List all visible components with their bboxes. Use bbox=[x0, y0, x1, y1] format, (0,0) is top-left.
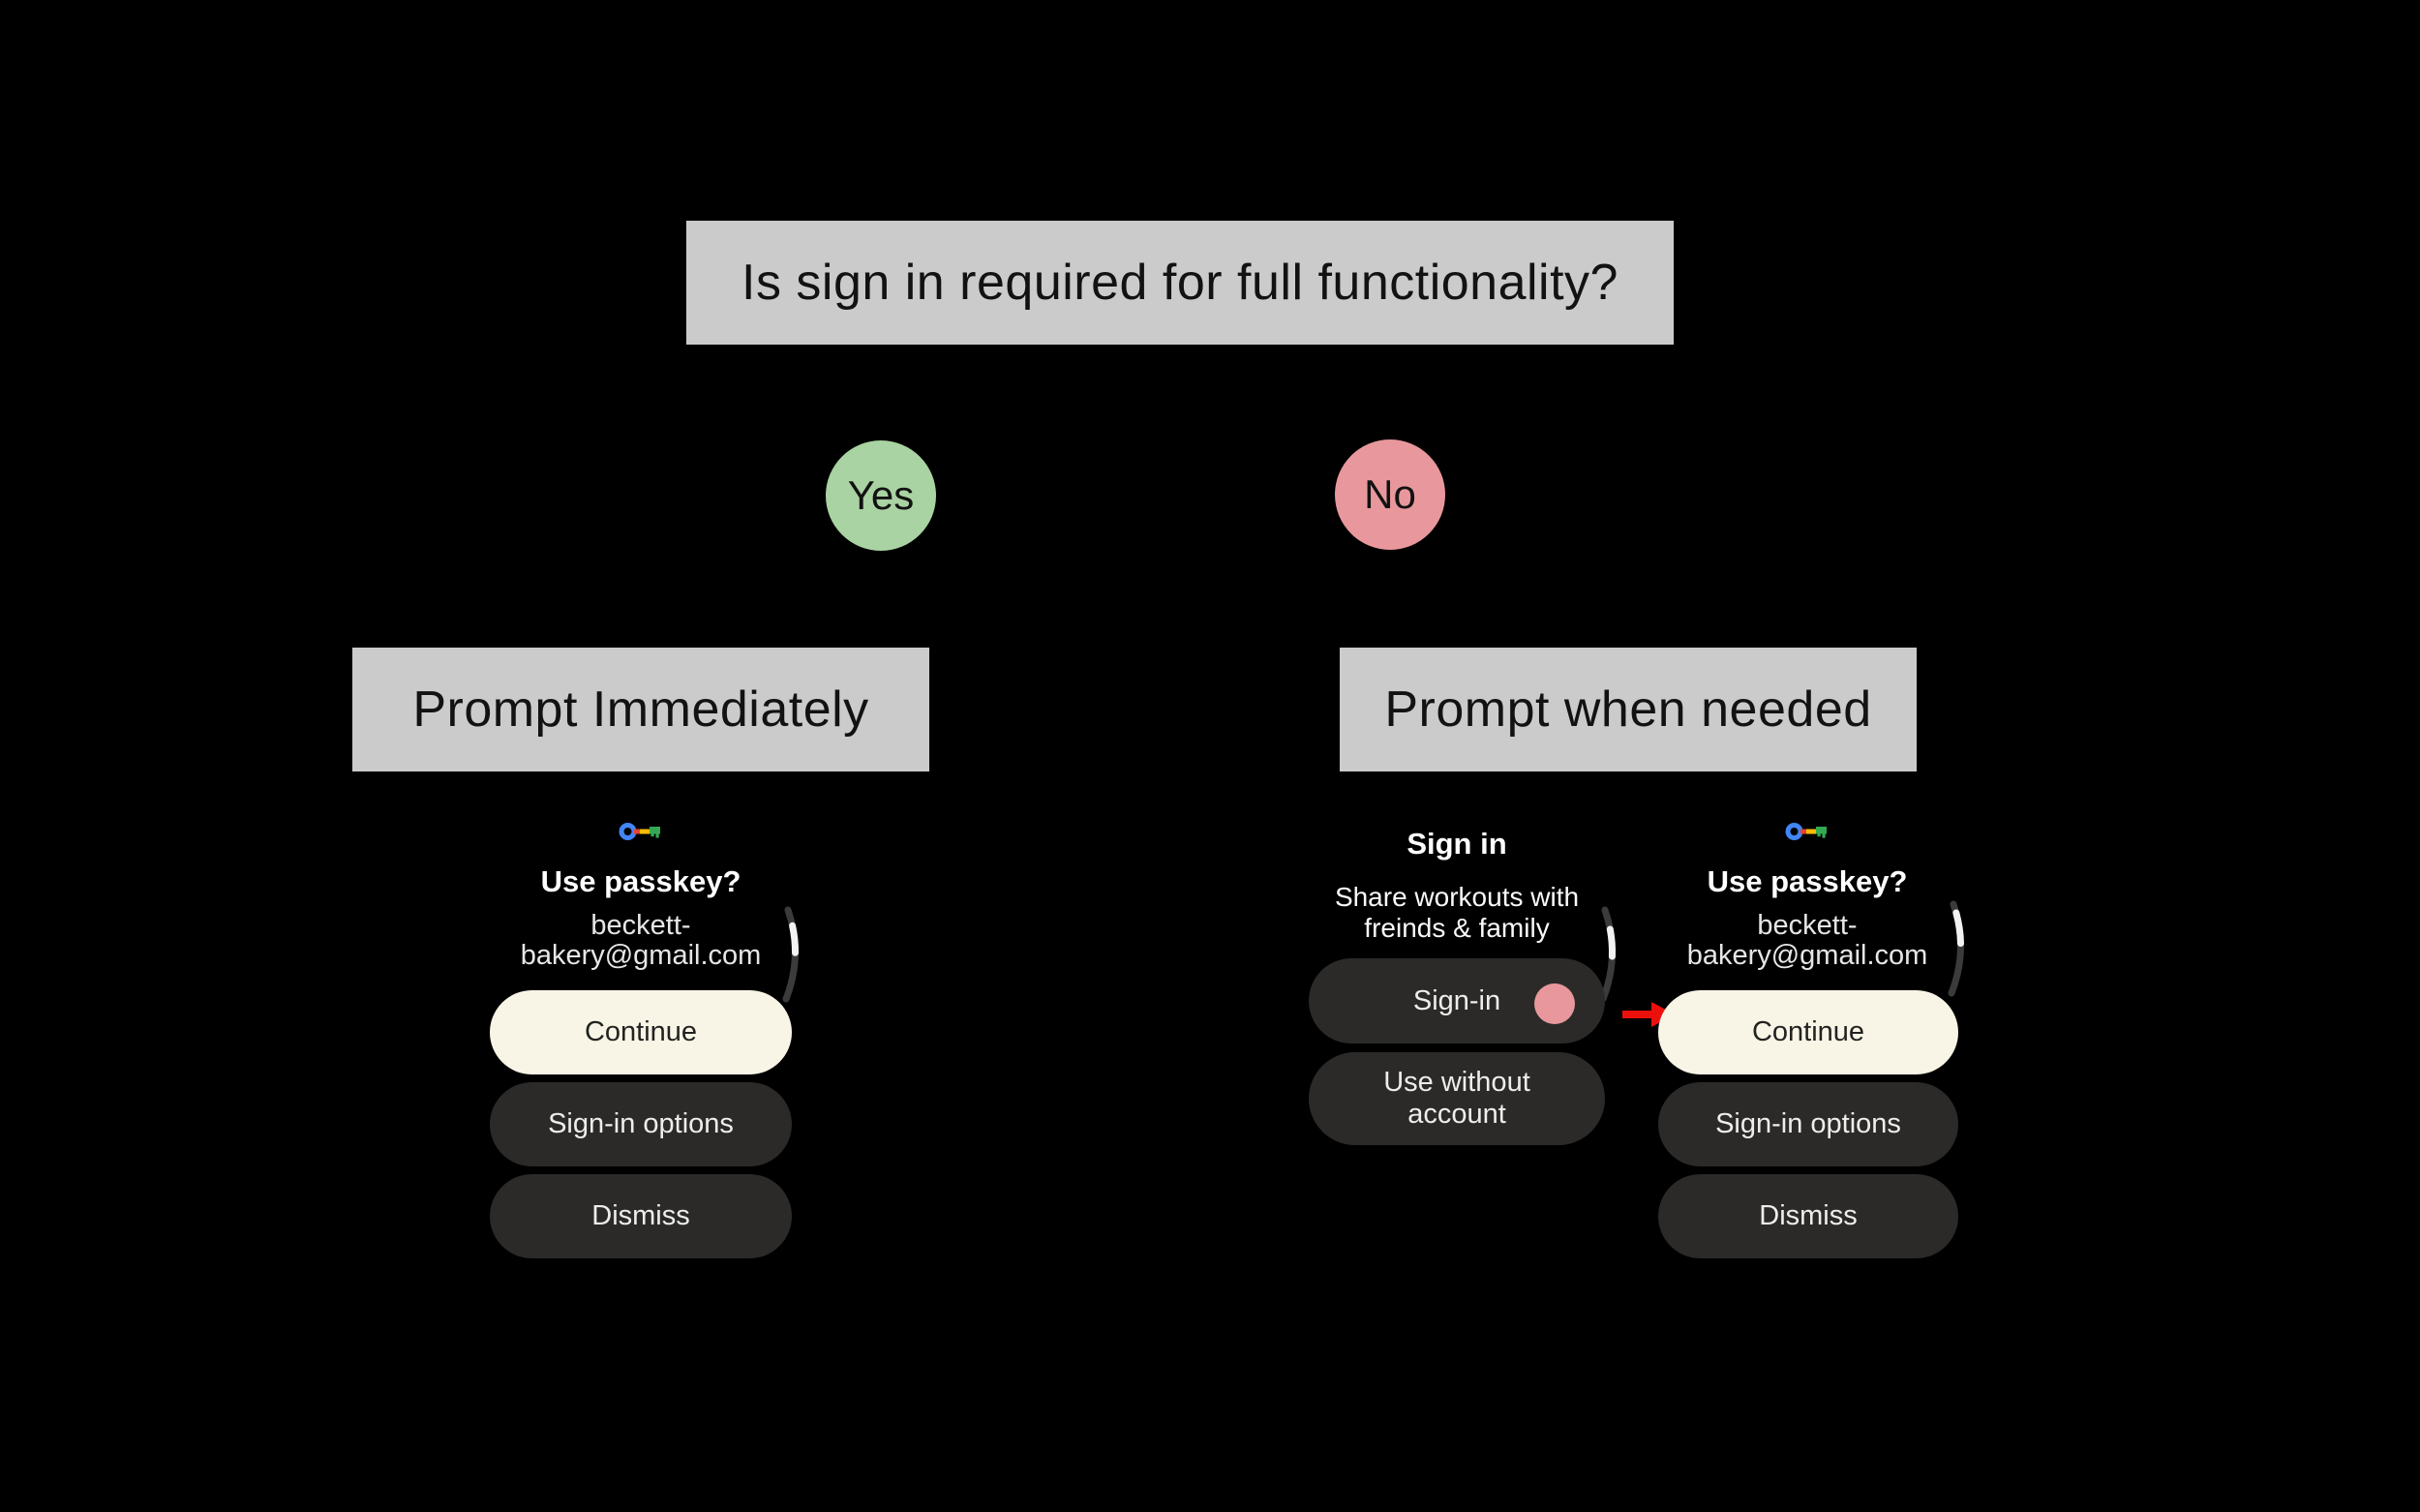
passkey-key-icon bbox=[619, 823, 660, 840]
use-without-account-button[interactable]: Use without account bbox=[1309, 1052, 1605, 1145]
use-without-account-line2: account bbox=[1407, 1099, 1506, 1130]
passkey-key-icon bbox=[1785, 823, 1827, 840]
account-email: beckett- bakery@gmail.com bbox=[438, 911, 844, 971]
scroll-indicator bbox=[782, 906, 799, 1003]
continue-label: Continue bbox=[1751, 1016, 1865, 1047]
continue-button[interactable]: Continue bbox=[1658, 990, 1958, 1074]
branch-no-node: No bbox=[1335, 439, 1445, 550]
account-email-line1: beckett- bbox=[1757, 910, 1858, 941]
scroll-indicator bbox=[1599, 906, 1616, 1003]
outcome-left-text: Prompt Immediately bbox=[412, 681, 869, 738]
branch-no-label: No bbox=[1364, 471, 1416, 517]
account-email-line2: bakery@gmail.com bbox=[520, 940, 762, 971]
branch-yes-label: Yes bbox=[847, 472, 915, 518]
continue-button[interactable]: Continue bbox=[490, 990, 792, 1074]
question-text: Is sign in required for full functionali… bbox=[741, 255, 1618, 311]
outcome-right-text: Prompt when needed bbox=[1384, 681, 1872, 738]
dismiss-button[interactable]: Dismiss bbox=[490, 1174, 792, 1258]
dismiss-label: Dismiss bbox=[1759, 1200, 1858, 1231]
dismiss-button[interactable]: Dismiss bbox=[1658, 1174, 1958, 1258]
use-without-account-line1: Use without bbox=[1383, 1067, 1530, 1098]
screen-title: Use passkey? bbox=[1707, 864, 1908, 898]
question-box: Is sign in required for full functionali… bbox=[686, 221, 1674, 345]
dismiss-label: Dismiss bbox=[591, 1200, 690, 1231]
signin-subtitle-line1: Share workouts with bbox=[1334, 882, 1580, 912]
continue-label: Continue bbox=[584, 1016, 698, 1047]
branch-yes-node: Yes bbox=[826, 440, 936, 551]
sign-in-options-label: Sign-in options bbox=[548, 1108, 734, 1139]
signin-subtitle-line2: freinds & family bbox=[1364, 913, 1550, 943]
signin-subtitle: Share workouts with freinds & family bbox=[1273, 882, 1641, 944]
tap-indicator bbox=[1534, 983, 1575, 1024]
account-email: beckett- bakery@gmail.com bbox=[1604, 911, 2011, 971]
sign-in-options-label: Sign-in options bbox=[1715, 1108, 1901, 1139]
scroll-indicator bbox=[1948, 900, 1964, 997]
outcome-box-prompt-when-needed: Prompt when needed bbox=[1340, 648, 1917, 771]
screen-title: Use passkey? bbox=[540, 864, 741, 898]
account-email-line1: beckett- bbox=[590, 910, 691, 941]
screen-title: Sign in bbox=[1407, 827, 1507, 861]
sign-in-options-button[interactable]: Sign-in options bbox=[490, 1082, 792, 1166]
sign-in-label: Sign-in bbox=[1412, 984, 1501, 1016]
sign-in-options-button[interactable]: Sign-in options bbox=[1658, 1082, 1958, 1166]
account-email-line2: bakery@gmail.com bbox=[1686, 940, 1928, 971]
outcome-box-prompt-immediately: Prompt Immediately bbox=[352, 648, 929, 771]
